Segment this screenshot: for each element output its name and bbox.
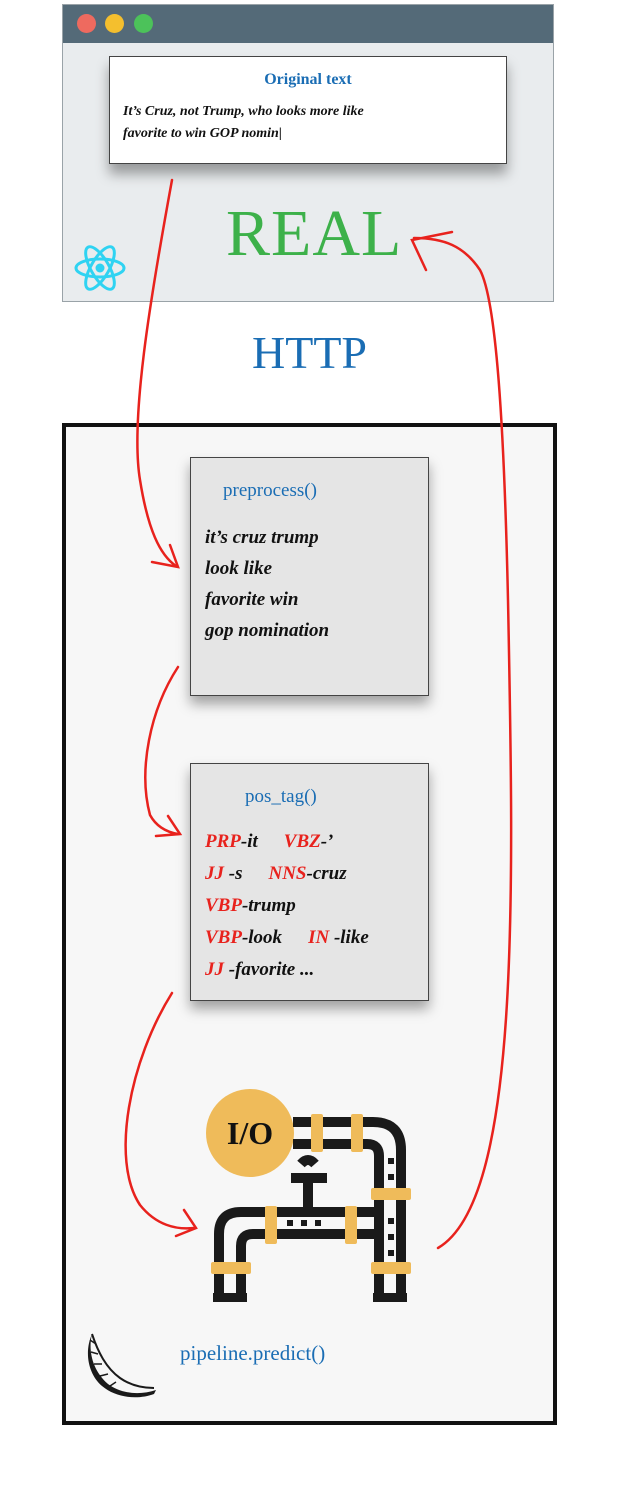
pos-pair: VBP-trump — [205, 890, 296, 922]
pos-pair: VBZ-’ — [284, 826, 334, 858]
pos-tag: VBZ — [283, 831, 321, 852]
pos-pair: PRP-it — [205, 826, 258, 858]
preprocess-line: favorite win — [205, 589, 299, 610]
pos-pair: VBP-look — [205, 922, 282, 954]
pos-tag-row: JJ -favorite ... — [205, 954, 369, 986]
http-transport-label: HTTP — [252, 327, 367, 378]
pos-tag: JJ — [205, 863, 224, 884]
pos-word: -it — [240, 831, 258, 852]
preprocess-card: preprocess() it’s cruz trump look like f… — [190, 457, 429, 696]
preprocess-output: it’s cruz trump look like favorite win g… — [205, 522, 329, 646]
pos-tag-row: VBP-trump — [205, 890, 369, 922]
pos-tag-row: VBP-look IN -like — [205, 922, 369, 954]
maximize-window-dot[interactable] — [134, 14, 153, 33]
pos-tag-title: pos_tag() — [245, 786, 317, 807]
react-icon — [74, 245, 126, 291]
pos-tag: PRP — [205, 831, 241, 852]
close-window-dot[interactable] — [77, 14, 96, 33]
pos-tag-row: PRP-it VBZ-’ — [205, 826, 369, 858]
preprocess-line: look like — [205, 558, 273, 579]
original-text-card: Original text It’s Cruz, not Trump, who … — [109, 56, 507, 164]
pos-tag: IN — [308, 927, 330, 948]
pos-pair: JJ -favorite ... — [205, 954, 314, 986]
flask-icon — [87, 1333, 156, 1398]
pos-tag: VBP — [205, 895, 242, 916]
pos-word: -favorite ... — [224, 959, 315, 980]
pos-word: -s — [224, 863, 243, 884]
preprocess-line: gop nomination — [205, 620, 330, 641]
pos-pair: IN -like — [308, 922, 369, 954]
pipeline-predict-label: pipeline.predict() — [180, 1341, 326, 1365]
io-label: I/O — [226, 1115, 274, 1151]
pipeline-icon — [206, 1089, 411, 1302]
pos-word: -trump — [241, 895, 296, 916]
browser-titlebar — [63, 5, 553, 43]
pos-word: -like — [329, 927, 369, 948]
pos-tag-row: JJ -s NNS-cruz — [205, 858, 369, 890]
pos-pair: JJ -s — [205, 858, 242, 890]
preprocess-line: it’s cruz trump — [205, 527, 319, 548]
original-text-title: Original text — [264, 71, 352, 88]
pos-tag: JJ — [205, 959, 224, 980]
preprocess-title: preprocess() — [223, 480, 317, 501]
pos-word: -cruz — [306, 863, 347, 884]
headline-input[interactable]: It’s Cruz, not Trump, who looks more lik… — [123, 104, 364, 141]
pos-tag: NNS — [268, 863, 307, 884]
pos-pair: NNS-cruz — [268, 858, 346, 890]
minimize-window-dot[interactable] — [105, 14, 124, 33]
pos-word: -look — [241, 927, 283, 948]
pos-tag: VBP — [205, 927, 242, 948]
pos-word: -’ — [320, 831, 334, 852]
prediction-result: REAL — [226, 197, 403, 270]
